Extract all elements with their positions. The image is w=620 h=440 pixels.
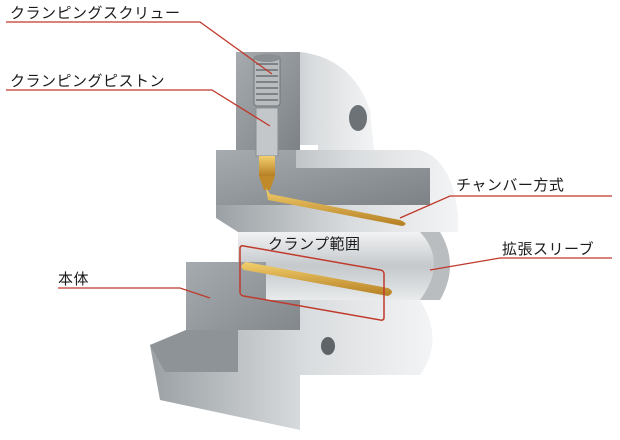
chamber-channel (266, 188, 406, 226)
clamp-range-chamber (241, 262, 392, 296)
bolt-hole (349, 105, 367, 131)
lower-bolt-hole (321, 337, 335, 355)
leader-chamber (399, 195, 612, 219)
label-expansion-sleeve: 拡張スリーブ (502, 240, 595, 258)
main-body-lower (150, 262, 433, 430)
label-main-body: 本体 (58, 270, 90, 288)
leader-lines (6, 21, 612, 299)
label-clamp-range: クランプ範囲 (268, 235, 361, 253)
leader-piston (6, 89, 271, 127)
label-chamber-method: チャンバー方式 (456, 176, 565, 194)
leader-body (58, 287, 211, 299)
housing-upper-section (216, 150, 458, 232)
expansion-sleeve-bore (238, 232, 450, 300)
label-clamping-screw: クランピングスクリュー (10, 4, 181, 22)
leader-screw (6, 21, 273, 75)
label-clamping-piston: クランピングピストン (10, 72, 166, 90)
leader-sleeve (429, 257, 612, 271)
clamp-range-box (239, 245, 385, 321)
clamping-screw (253, 54, 281, 107)
